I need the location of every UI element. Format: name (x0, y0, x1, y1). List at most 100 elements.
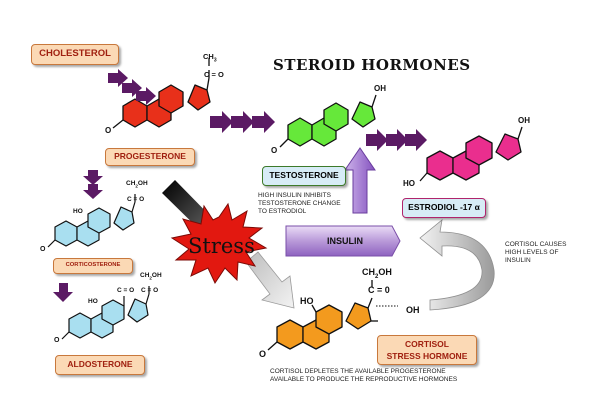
atom-subscript: 2 (375, 273, 379, 280)
stress-hormone-label-line: STRESS HORMONE (386, 351, 468, 361)
purple-arrow (252, 111, 275, 133)
atom-subscript: 2 (149, 275, 152, 281)
corticosterone-to-aldosterone-arrow (53, 283, 73, 302)
estrodiol-hydroxyl-a: HO (403, 179, 415, 188)
corticosterone-label: CORTICOSTERONE (53, 258, 133, 274)
purple-arrow (83, 170, 103, 185)
cortisol-causes-note: CORTISOL CAUSES HIGH LEVELS OF INSULIN (505, 241, 566, 265)
corticosterone-ring-d (113, 206, 135, 231)
purple-arrow (83, 184, 103, 199)
corticosterone-ch2oh: CH2OH (126, 180, 148, 188)
insulin-up-arrow (344, 147, 376, 214)
corticosterone-molecule (47, 194, 136, 248)
cortisol-depletes-note: CORTISOL DEPLETES THE AVAILABLE PROGESTE… (270, 368, 457, 384)
aldosterone-hydroxyl: HO (88, 298, 98, 305)
corticosterone-ring-c (87, 207, 111, 234)
cortisol-label-line: CORTISOL (405, 339, 449, 349)
aldosterone-ring-c (101, 299, 125, 326)
progesterone-ring-d (187, 84, 211, 111)
atom-text: CH (126, 180, 136, 187)
cholesterol-label: CHOLESTEROL (31, 44, 119, 65)
atom-text: OH (378, 267, 392, 277)
cholesterol-to-progesterone-arrows (108, 69, 156, 105)
note-line: HIGH INSULIN INHIBITS (258, 192, 331, 199)
testosterone-label: TESTOSTERONE (262, 166, 346, 186)
cortisol-label: CORTISOL STRESS HORMONE (377, 335, 477, 365)
atom-text: OH (137, 180, 148, 187)
stress-to-cortisol-arrow (245, 251, 295, 309)
cortisol-ch2oh: CH2OH (362, 267, 392, 280)
atom-text: CH (203, 52, 214, 61)
cortisol-carbonyl: C = 0 (368, 285, 390, 295)
cortisol-hydroxyl-right: OH (406, 305, 420, 315)
aldosterone-aldehyde-carbonyl: C = O (117, 287, 135, 294)
purple-arrow (136, 87, 156, 105)
aldosterone-ring-a (68, 312, 92, 339)
estrodiol-hydroxyl: OH (518, 116, 530, 125)
purple-arrow (366, 129, 388, 151)
progesterone-label: PROGESTERONE (105, 148, 195, 166)
cortisol-to-insulin-curve (419, 219, 495, 311)
estrodiol-ring-a (426, 150, 454, 181)
atom-text: OH (151, 272, 162, 279)
note-line: TESTOSTERONE CHANGE (258, 200, 341, 208)
atom-subscript: 3 (213, 57, 217, 64)
progesterone-ring-a (122, 98, 148, 128)
cortisol-ring-a (276, 319, 304, 350)
testosterone-ring-d (351, 101, 376, 128)
progesterone-oxygen: O (105, 126, 112, 135)
testosterone-ring-c (323, 102, 349, 132)
aldosterone-ch2oh: CH2OH (140, 272, 162, 280)
aldosterone-label: ALDOSTERONE (55, 355, 145, 375)
cortisol-molecule (267, 280, 378, 351)
note-line: CORTISOL DEPLETES THE AVAILABLE PROGESTE… (270, 368, 446, 375)
cortisol-ring-d (345, 302, 372, 330)
testosterone-molecule (279, 94, 377, 148)
aldosterone-ring-d (127, 298, 149, 323)
note-line: INSULIN (505, 257, 531, 265)
note-line: AVAILABLE TO PRODUCE THE REPRODUCTIVE HO… (270, 376, 458, 384)
aldosterone-oxygen: O (54, 337, 60, 344)
estrodiol-molecule (419, 126, 523, 182)
estrodiol-ring-c (465, 135, 493, 166)
note-line: CORTISOL CAUSES (505, 241, 567, 248)
atom-text: CH (362, 267, 375, 277)
testosterone-to-estrodiol-arrows (366, 129, 427, 151)
insulin-label: INSULIN (327, 236, 363, 246)
progesterone-to-testosterone-arrows (210, 111, 275, 133)
cortisol-oxygen: O (259, 349, 267, 359)
corticosterone-ring-a (54, 220, 78, 247)
stress-label: Stress (188, 234, 255, 258)
corticosterone-oxygen: O (40, 246, 46, 253)
purple-arrow (386, 129, 408, 151)
atom-text: CH (140, 272, 150, 279)
aldosterone-molecule (61, 286, 150, 340)
aldosterone-carbonyl: C = O (141, 287, 159, 294)
cortisol-hydroxyl: HO (300, 296, 314, 306)
corticosterone-hydroxyl: HO (73, 208, 83, 215)
cortisol-ring-c (315, 304, 343, 335)
progesterone-carbonyl: C = O (204, 70, 224, 79)
estrodiol-ring-d (495, 133, 522, 161)
progesterone-ch3: CH3 (203, 52, 217, 64)
purple-arrow (210, 111, 233, 133)
progesterone-to-corticosterone-arrows (83, 170, 103, 199)
estrodiol-label: ESTRODIOL -17 α (402, 198, 486, 218)
insulin-arrow-bar (285, 225, 401, 257)
stress-starburst (170, 202, 268, 285)
page-title: STEROID HORMONES (273, 56, 471, 74)
testosterone-oxygen: O (271, 146, 278, 155)
progesterone-ring-c (158, 84, 184, 114)
purple-arrow (108, 69, 128, 87)
testosterone-hydroxyl: OH (374, 84, 386, 93)
testosterone-ring-a (287, 117, 313, 147)
corticosterone-carbonyl: C = O (127, 196, 145, 203)
progesterone-molecule (112, 58, 211, 129)
note-line: HIGH LEVELS OF (505, 249, 559, 257)
purple-arrow (405, 129, 427, 151)
purple-arrow (231, 111, 254, 133)
atom-subscript: 2 (135, 183, 138, 189)
insulin-inhibits-note: HIGH INSULIN INHIBITS TESTOSTERONE CHANG… (258, 192, 341, 216)
